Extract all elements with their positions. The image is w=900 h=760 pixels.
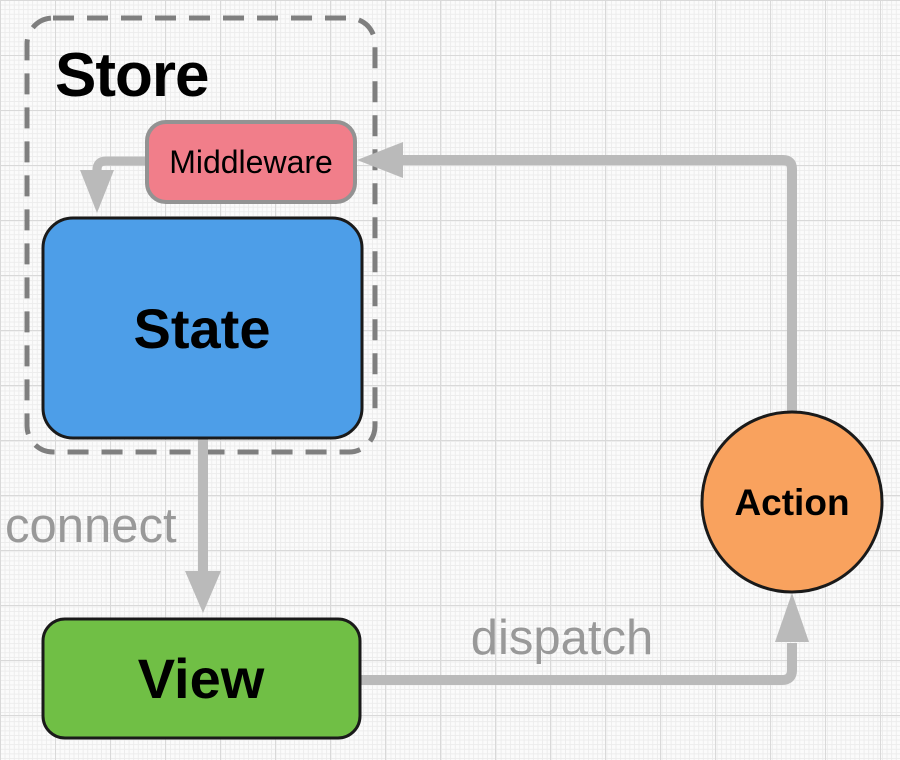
edge-middleware-to-state-line[interactable] xyxy=(92,156,147,175)
edge-view-to-action-line[interactable] xyxy=(360,643,797,685)
edges-layer: connect dispatch xyxy=(5,142,809,685)
arrowhead-into-view-icon xyxy=(185,571,221,613)
middleware-node-label: Middleware xyxy=(169,144,333,180)
edge-view-to-action[interactable] xyxy=(360,593,809,685)
edge-action-to-middleware[interactable] xyxy=(357,142,797,412)
state-node-label: State xyxy=(134,297,271,360)
edge-action-to-middleware-line[interactable] xyxy=(403,155,797,412)
edge-middleware-to-state[interactable] xyxy=(80,156,147,213)
state-node-shape[interactable] xyxy=(41,216,364,440)
action-node-label: Action xyxy=(734,482,849,523)
store-group[interactable]: Store xyxy=(24,15,378,455)
edge-state-to-view[interactable] xyxy=(185,438,221,613)
connect-edge-label: connect xyxy=(5,499,177,553)
dispatch-edge-label: dispatch xyxy=(471,611,654,665)
action-node-shape[interactable] xyxy=(700,410,884,594)
arrowhead-into-action-icon xyxy=(775,593,809,642)
view-node[interactable]: View xyxy=(41,617,362,740)
arrowhead-into-middleware-icon xyxy=(357,142,403,178)
middleware-node-shape[interactable] xyxy=(145,120,357,204)
store-group-border[interactable] xyxy=(24,15,378,455)
view-node-label: View xyxy=(138,647,265,710)
action-node[interactable]: Action xyxy=(700,410,884,594)
state-node[interactable]: State xyxy=(41,216,364,440)
middleware-node[interactable]: Middleware xyxy=(145,120,357,204)
arrowhead-into-state-icon xyxy=(80,170,114,213)
store-group-label: Store xyxy=(55,41,208,110)
view-node-shape[interactable] xyxy=(41,617,362,740)
